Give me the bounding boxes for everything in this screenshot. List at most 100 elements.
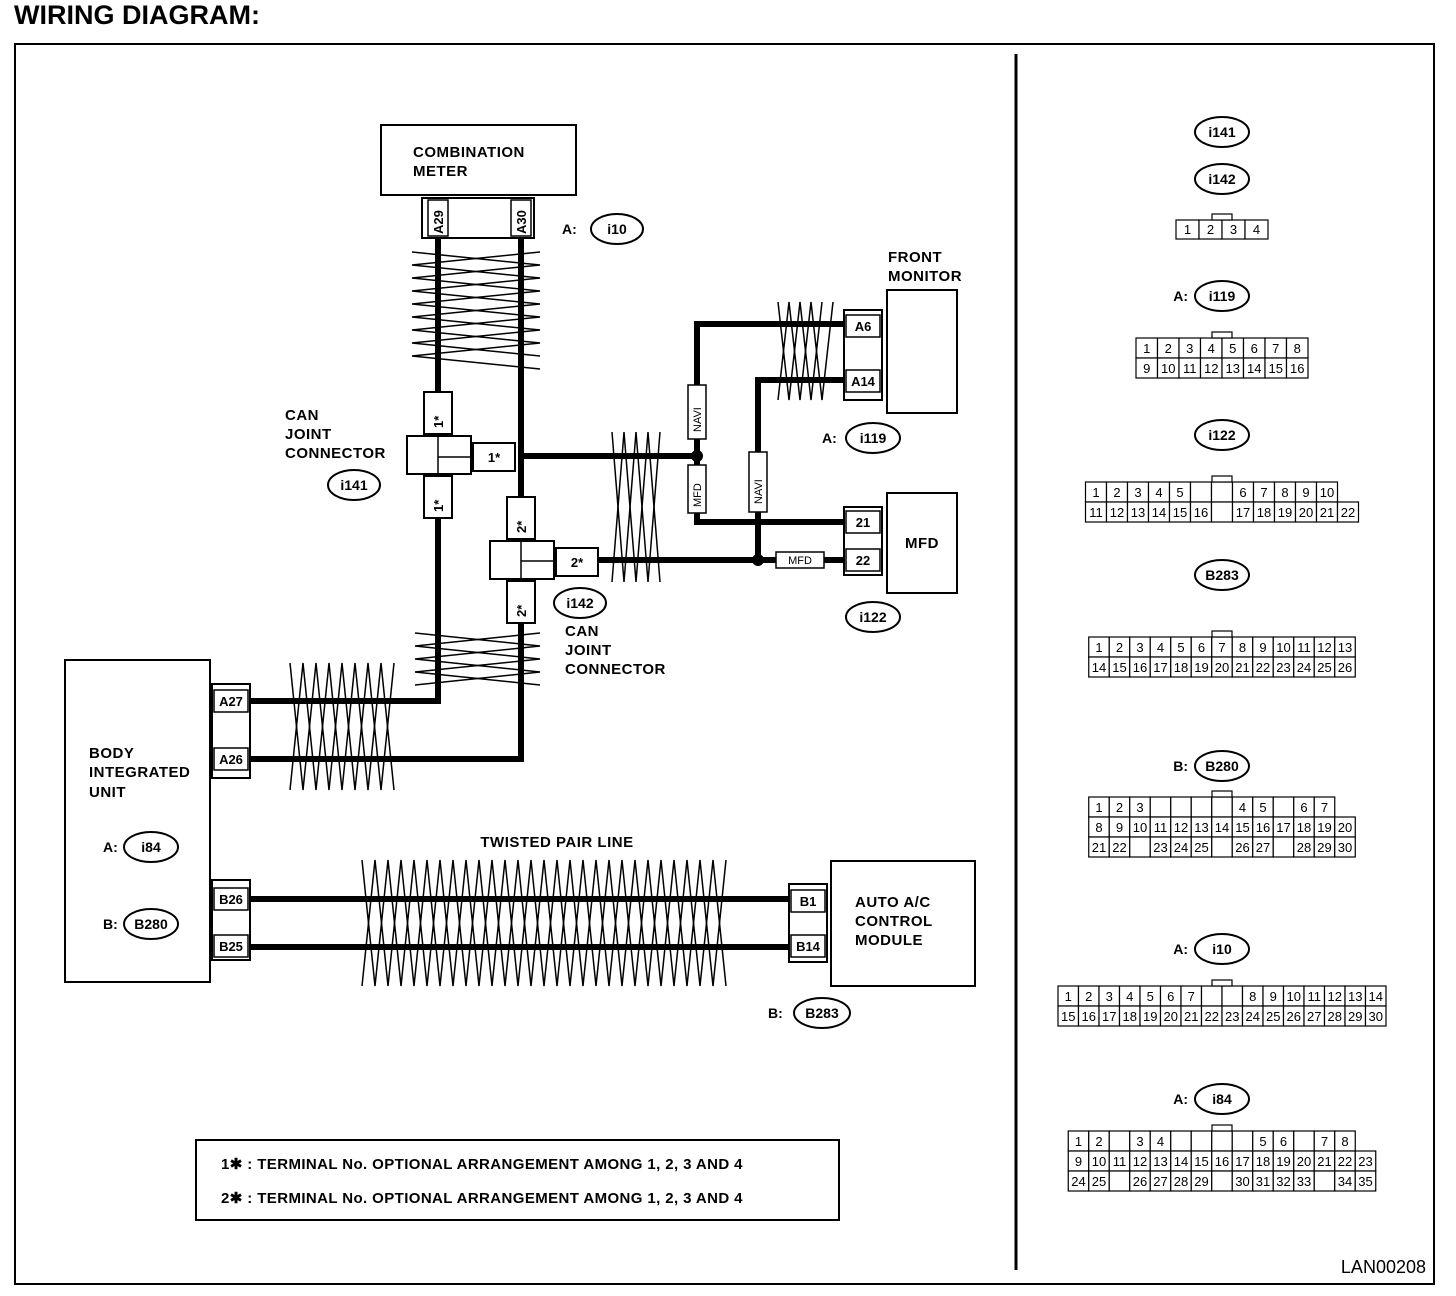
face-prefix: A: — [1173, 288, 1188, 304]
pin-label: 12 — [1204, 361, 1218, 376]
face-id-oval — [1194, 116, 1250, 148]
pin-label: 20 — [1164, 1009, 1178, 1024]
pin-label: 8 — [1294, 341, 1301, 356]
pin-label: 1 — [1184, 222, 1191, 237]
pin-label: 29 — [1348, 1009, 1362, 1024]
can2-connector-id-oval — [553, 587, 607, 619]
navi-tag-2 — [748, 451, 768, 513]
pin-label: 9 — [1116, 820, 1123, 835]
pin-label: 14 — [1369, 989, 1383, 1004]
pin-label: 8 — [1281, 485, 1288, 500]
pin-label: 3 — [1134, 485, 1141, 500]
pin-cell — [1189, 481, 1213, 503]
pin-label: 2 — [1165, 341, 1172, 356]
can2-connector-id: i142 — [566, 595, 593, 611]
j2-top-terminal: 2* — [514, 520, 529, 533]
pin-label: 21 — [1320, 505, 1334, 520]
biu-b-id: B280 — [134, 916, 168, 932]
pin-cell — [1129, 836, 1151, 858]
face-id-oval — [1194, 933, 1250, 965]
pin-label: 20 — [1338, 820, 1352, 835]
page-title: WIRING DIAGRAM: — [14, 0, 260, 30]
pin-label: 9 — [1143, 361, 1150, 376]
pin-cell — [1364, 1005, 1387, 1027]
pin-label: 3 — [1230, 222, 1237, 237]
pin-label: 16 — [1194, 505, 1208, 520]
pin-label: 15 — [1173, 505, 1187, 520]
pin-cell — [1334, 656, 1356, 678]
pin-label: 30 — [1235, 1174, 1249, 1189]
navi-tag-1 — [687, 384, 707, 440]
pin-label: 21 — [1317, 1154, 1331, 1169]
pin-label: 5 — [1147, 989, 1154, 1004]
pin-label: 24 — [1246, 1009, 1260, 1024]
pin-label: 16 — [1082, 1009, 1096, 1024]
pin-cell — [1170, 796, 1192, 818]
biu-pin-b26 — [213, 887, 249, 911]
pin-label: 14 — [1174, 1154, 1188, 1169]
pin-label: 28 — [1297, 840, 1311, 855]
terminal-a27: A27 — [219, 694, 243, 709]
pin-label: 18 — [1174, 660, 1188, 675]
fm-connector-prefix: A: — [822, 430, 837, 446]
face-id: i122 — [1208, 427, 1235, 443]
pin-cell — [1272, 836, 1295, 858]
latch-tab — [1211, 790, 1233, 798]
pin-label: 23 — [1153, 840, 1167, 855]
biu-pin-b25 — [213, 934, 249, 958]
pin-label: 32 — [1276, 1174, 1290, 1189]
auto-ac-label-2: CONTROL — [855, 913, 933, 930]
mfd-pin-22 — [845, 548, 881, 572]
pin-cell — [1293, 1130, 1315, 1152]
fm-pin-a6 — [845, 314, 881, 338]
pin-label: 21 — [1235, 660, 1249, 675]
pin-label: 23 — [1225, 1009, 1239, 1024]
pin-label: 26 — [1287, 1009, 1301, 1024]
pin-label: 23 — [1358, 1154, 1372, 1169]
pin-label: 27 — [1307, 1009, 1321, 1024]
pin-label: 11 — [1089, 505, 1103, 520]
face-prefix: B: — [1173, 758, 1188, 774]
combination-meter-label-2: METER — [413, 163, 468, 180]
ac-id: B283 — [805, 1005, 839, 1021]
pin-label: 26 — [1235, 840, 1249, 855]
pin-label: 9 — [1075, 1154, 1082, 1169]
pin-label: 20 — [1215, 660, 1229, 675]
pin-label: 17 — [1236, 505, 1250, 520]
ac-pin-b1 — [790, 889, 826, 913]
pin-label: 2 — [1116, 640, 1123, 655]
pin-cell — [1170, 1130, 1192, 1152]
terminal-b25: B25 — [219, 939, 243, 954]
pin-label: 18 — [1123, 1009, 1137, 1024]
pin-cell — [1210, 501, 1234, 523]
pin-label: 15 — [1269, 361, 1283, 376]
combination-meter-box — [380, 124, 577, 196]
biu-label-3: UNIT — [89, 784, 126, 801]
j1-right-terminal: 1* — [488, 450, 501, 465]
pin-label: 5 — [1176, 485, 1183, 500]
can-joint-2-label-3: CONNECTOR — [565, 661, 666, 678]
face-id-oval — [1194, 419, 1250, 451]
biu-b-id-oval — [123, 908, 179, 940]
can-joint-1-right-pin — [472, 442, 516, 472]
auto-ac-box — [830, 860, 976, 987]
front-monitor-label-2: MONITOR — [888, 268, 962, 285]
pin-label: 11 — [1183, 361, 1197, 376]
biu-pin-a27 — [213, 689, 249, 713]
pin-label: 3 — [1136, 1134, 1143, 1149]
pin-label: 1 — [1143, 341, 1150, 356]
pin-label: 10 — [1287, 989, 1301, 1004]
can-joint-2-label-1: CAN — [565, 623, 599, 640]
pin-label: 2 — [1207, 222, 1214, 237]
pin-label: 2 — [1085, 989, 1092, 1004]
pin-label: 5 — [1259, 1134, 1266, 1149]
biu-a-id: i84 — [141, 839, 161, 855]
pin-label: 17 — [1153, 660, 1167, 675]
pin-cell — [1313, 1170, 1336, 1192]
pin-label: 7 — [1218, 640, 1225, 655]
